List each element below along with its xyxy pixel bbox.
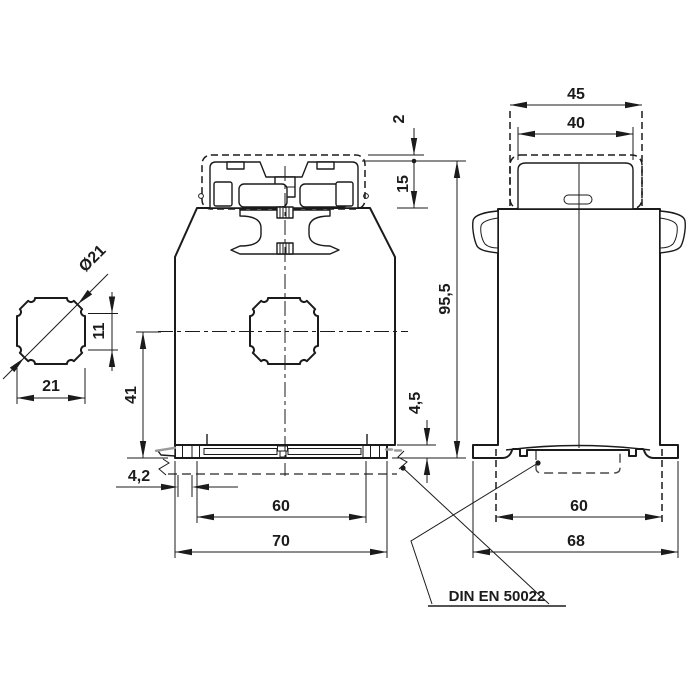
dim-arrow <box>473 548 490 556</box>
dim-aperture-width: 21 <box>42 378 60 395</box>
body-bottom-arc <box>505 444 651 451</box>
dim-arrow <box>139 332 147 349</box>
rail-break-symbol <box>158 458 170 476</box>
cover-pin <box>198 193 204 199</box>
dim-arrow <box>423 458 431 475</box>
mounting-ear-left-inner <box>480 217 499 249</box>
dim-side-cover-width: 40 <box>567 115 585 132</box>
din-rail-hidden-profile <box>535 451 621 474</box>
side-view <box>472 154 686 474</box>
dim-total-height: 95,5 <box>437 283 454 314</box>
mounting-ear-right <box>659 210 686 254</box>
dim-arrow <box>423 428 431 445</box>
dim-clip-offset: 4,2 <box>128 468 150 485</box>
dim-arrow <box>625 101 642 109</box>
base-plate-details <box>182 445 380 458</box>
dim-arrow <box>453 441 461 458</box>
terminal-slot <box>213 181 233 207</box>
dim-side-cover-outer: 45 <box>567 86 585 103</box>
leader-line-side <box>410 462 539 605</box>
side-body-outline <box>472 208 679 459</box>
dim-terminal-height: 15 <box>395 175 412 193</box>
dim-arrow <box>616 130 633 138</box>
rail-edge-hidden <box>154 446 177 452</box>
dim-arrow <box>139 441 147 458</box>
dim-aperture-flat: 11 <box>91 322 108 339</box>
dim-front-slot-width: 60 <box>272 498 290 515</box>
terminal-notch <box>226 161 245 170</box>
dim-side-base-width: 68 <box>567 533 585 550</box>
front-view <box>154 154 408 476</box>
dim-center-to-base: 41 <box>123 386 140 404</box>
terminal-slot <box>335 181 354 207</box>
dim-cover-overhang: 2 <box>391 114 408 123</box>
mounting-ear-left <box>472 210 499 254</box>
terminal-notch <box>316 161 335 170</box>
diameter-arrow-lower <box>9 355 27 373</box>
dim-arrow <box>518 130 535 138</box>
dim-arrow <box>192 483 209 491</box>
cover-pin <box>363 193 369 199</box>
dim-arrow <box>108 296 116 314</box>
dim-arrow <box>175 548 192 556</box>
dim-arrow <box>661 548 678 556</box>
cover-slot <box>563 194 593 205</box>
dim-arrow <box>370 548 387 556</box>
side-dimensions: 45 40 60 68 <box>472 86 679 558</box>
dim-arrow <box>349 513 366 521</box>
dim-base-thickness: 4,5 <box>407 392 424 414</box>
dim-arrow <box>453 161 461 178</box>
side-cover-outline <box>517 162 634 210</box>
dim-aperture-diameter: Ø21 <box>76 242 109 275</box>
dim-dot <box>411 158 417 164</box>
dim-arrow <box>68 394 85 402</box>
dim-arrow <box>17 394 34 402</box>
leader-line-front <box>402 467 550 605</box>
mounting-ear-right-inner <box>659 217 678 249</box>
dim-arrow <box>108 350 116 367</box>
dim-arrow <box>645 513 662 521</box>
din-rail-standard-label: DIN EN 50022 <box>449 588 546 605</box>
front-dimensions: 2 15 95,5 4,5 41 4,2 <box>116 114 466 558</box>
dim-arrow <box>496 513 513 521</box>
terminal-opening <box>238 183 288 208</box>
diameter-arrow-upper <box>75 289 93 307</box>
dim-arrow <box>510 101 527 109</box>
dim-side-rail-width: 60 <box>570 498 588 515</box>
din-rail-callout: DIN EN 50022 <box>400 460 566 607</box>
dim-arrow <box>197 513 214 521</box>
dim-front-base-width: 70 <box>272 533 290 550</box>
aperture-detail-view: Ø21 11 21 <box>2 242 118 404</box>
dim-arrow <box>410 138 418 155</box>
